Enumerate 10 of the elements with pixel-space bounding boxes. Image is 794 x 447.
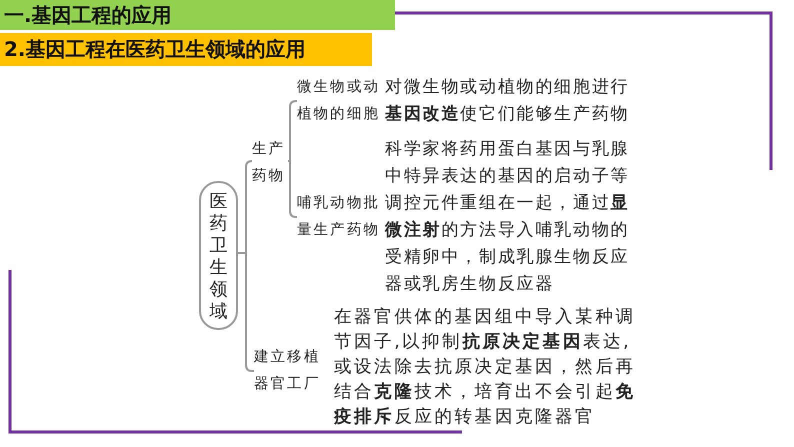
branch-label: 生产药物	[252, 136, 288, 186]
branch-label: 微生物或动植物的细胞	[297, 74, 383, 128]
subtitle-banner: 2.基因工程在医药卫生领域的应用	[0, 33, 372, 66]
branch-label: 哺乳动物批量生产药物	[297, 190, 383, 244]
category-box: 医药卫生领域	[199, 181, 238, 330]
description-text: 对微生物或动植物的细胞进行基因改造使它们能够生产药物	[385, 76, 630, 126]
branch-label: 建立移植器官工厂	[254, 344, 330, 396]
title-banner: 一.基因工程的应用	[0, 0, 395, 30]
description-text: 在器官供体的基因组中导入某种调节因子,以抑制抗原决定基因表达,或设法除去抗原决定基因，然后再结合克隆技术，培育出不会引起免疫排斥反应的转基因克隆器官	[334, 306, 637, 429]
description-text: 科学家将药用蛋白基因与乳腺中特异表达的基因的启动子等调控元件重组在一起，通过显微注射的方法导入哺乳动物的受精卵中，制成乳腺生物反应器或乳房生物反应器	[385, 138, 630, 296]
